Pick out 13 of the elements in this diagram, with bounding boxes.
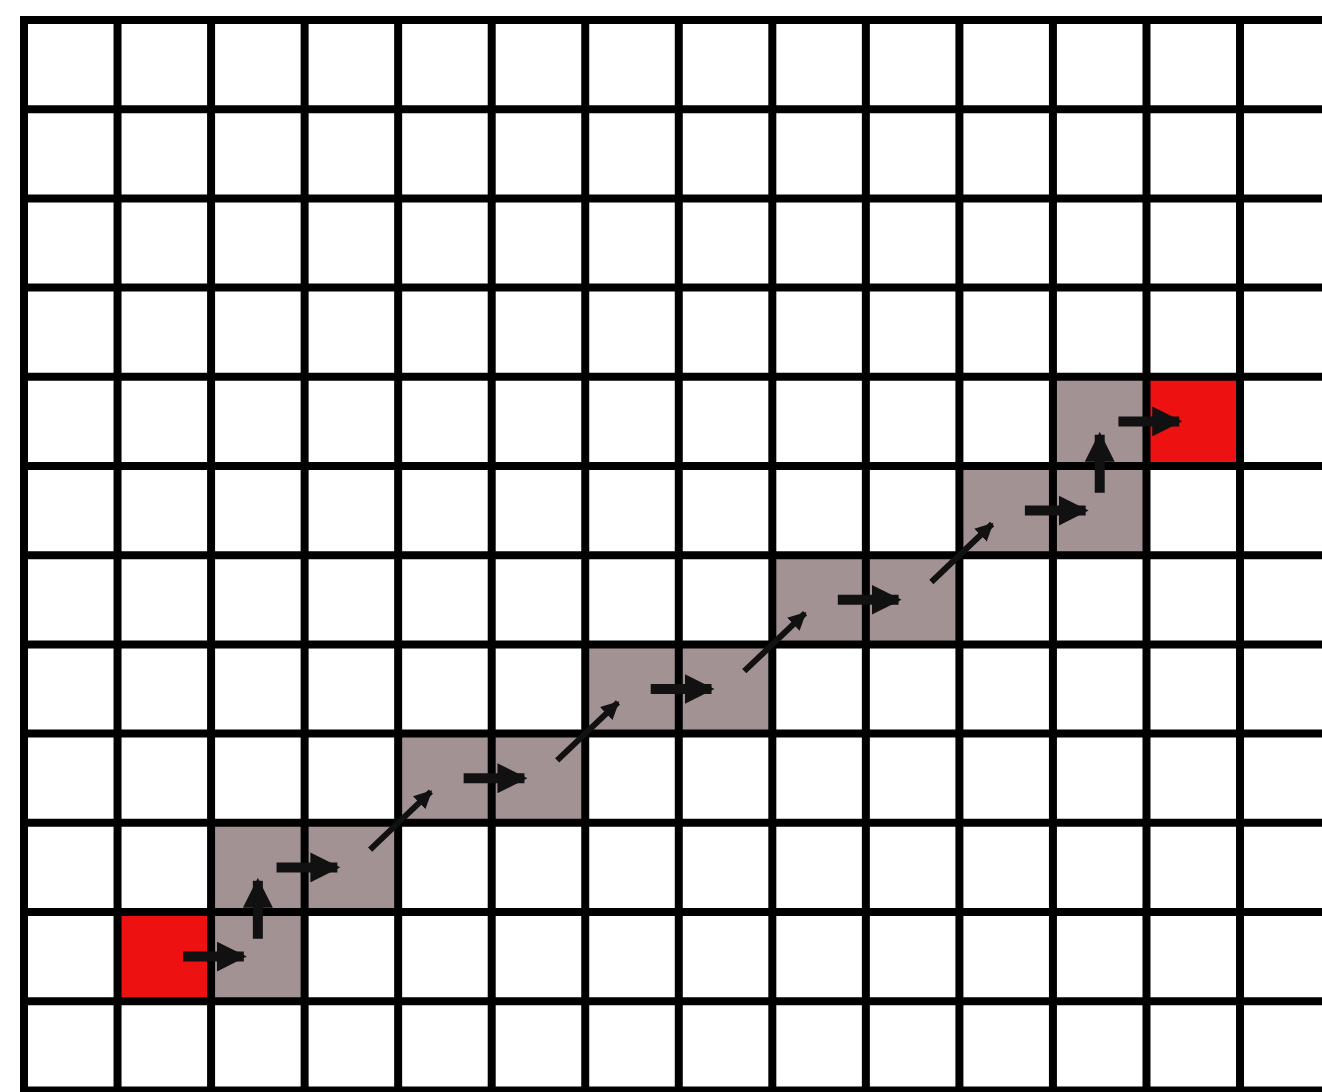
- arrow: [276, 852, 341, 883]
- arrow: [837, 584, 902, 615]
- arrow: [368, 789, 433, 852]
- arrow: [463, 763, 528, 794]
- arrow: [1024, 495, 1089, 526]
- arrow: [183, 941, 247, 972]
- arrow: [1084, 431, 1115, 493]
- arrow: [242, 877, 273, 939]
- arrow: [929, 521, 995, 585]
- arrow: [650, 674, 715, 704]
- arrow: [555, 700, 621, 763]
- arrow: [1118, 406, 1183, 437]
- arrow: [742, 611, 808, 674]
